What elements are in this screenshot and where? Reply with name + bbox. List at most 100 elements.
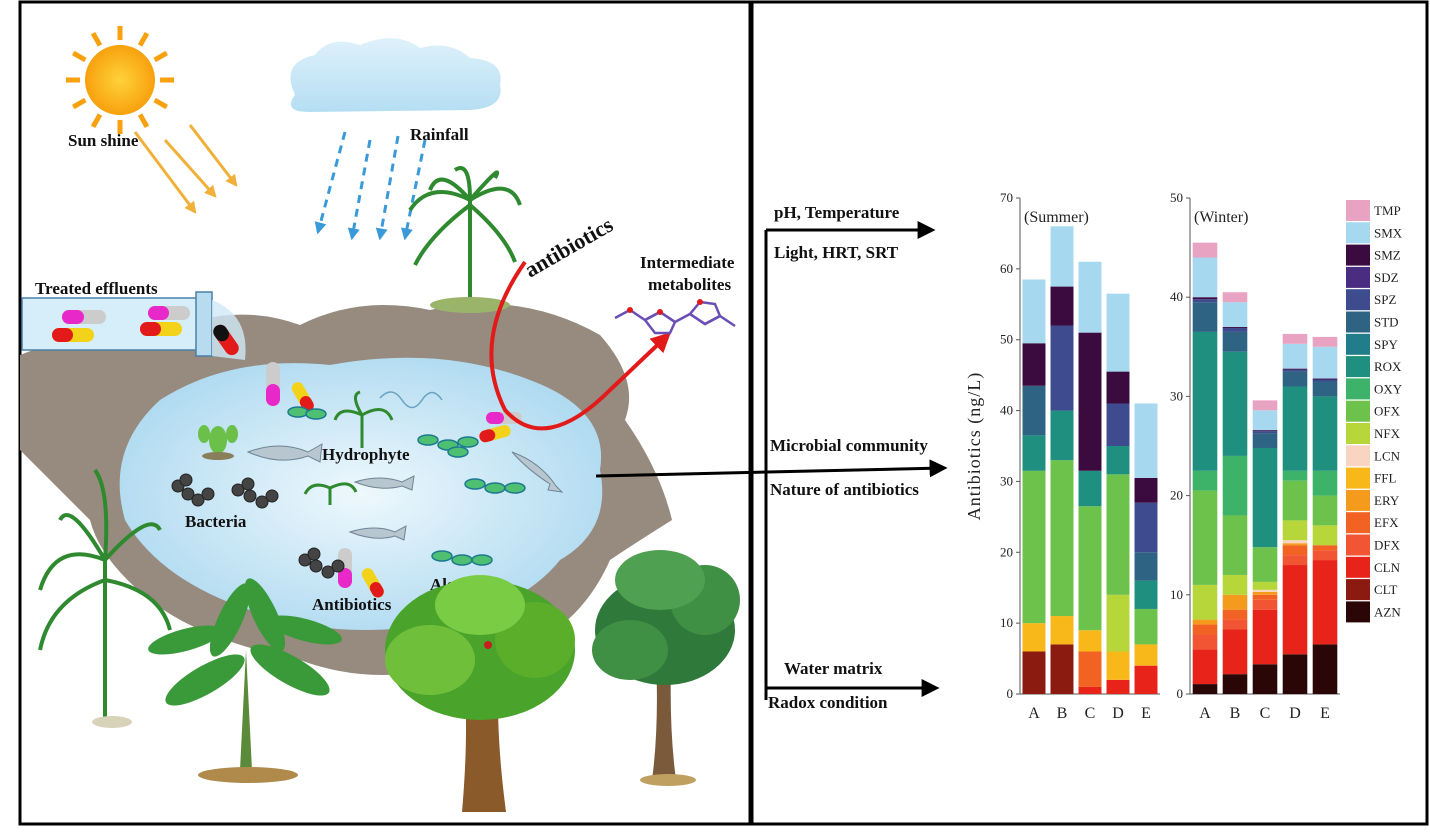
summer-x-tick-label: A [1028,705,1040,722]
legend-swatch-AZN [1346,601,1370,623]
summer-bar-E-SMZ [1134,477,1158,503]
summer-bar-D-FFL [1106,651,1130,680]
winter-bar-A-STD [1192,302,1218,332]
chart-legend: TMPSMXSMZSDZSPZSTDSPYROXOXYOFXNFXLCNFFLE… [1346,200,1403,623]
winter-bar-E-SMZ [1312,378,1338,380]
winter-y-tick-label: 10 [1170,587,1183,602]
winter-bar-D-EFX [1282,545,1308,556]
factor-ph-temperature: pH, Temperature [774,203,900,222]
legend-swatch-NFX [1346,423,1370,444]
winter-bar-E-SMX [1312,346,1338,379]
ripple-icon [379,391,443,409]
summer-y-tick-label: 0 [1007,686,1014,701]
winter-bar-A-SMZ [1192,297,1218,300]
summer-bar-A-SMX [1022,279,1046,344]
winter-bar-E-OXY [1312,470,1338,496]
legend-label-OFX: OFX [1374,404,1401,419]
winter-bar-E-SPZ [1312,379,1338,382]
winter-x-tick-label: C [1260,705,1271,722]
antibiotics-arrow-label: antibiotics [520,212,618,283]
winter-title: (Winter) [1194,209,1248,226]
summer-y-axis-label: Antibiotics (ng/L) [964,372,985,520]
winter-y-tick-label: 0 [1177,686,1184,701]
winter-bar-B-EFX [1222,609,1248,620]
legend-swatch-SMX [1346,222,1370,244]
winter-bar-A-NFX [1192,584,1218,620]
legend-label-SDZ: SDZ [1374,270,1399,285]
winter-bar-D-CLN [1282,565,1308,655]
summer-bar-C-EFX [1078,651,1102,687]
summer-bar-D-SMX [1106,293,1130,372]
winter-bar-E-ROX [1312,396,1338,471]
winter-y-tick-label: 40 [1170,289,1183,304]
cactus-icon [198,425,238,460]
winter-bar-C-DFX [1252,599,1278,610]
winter-y-tick-label: 50 [1170,190,1183,205]
summer-bar-C-SMZ [1078,332,1102,471]
summer-bar-A-STD [1022,385,1046,436]
fish-icons [246,443,564,541]
winter-bar-C-ERY [1252,591,1278,595]
winter-bar-B-SMX [1222,302,1248,327]
legend-label-ROX: ROX [1374,359,1402,374]
winter-bar-D-ERY [1282,543,1308,546]
legend-label-SMZ: SMZ [1374,248,1401,263]
summer-bar-D-ROX [1106,446,1130,475]
bacteria-icons [171,473,345,579]
summer-x-tick-label: B [1057,705,1068,722]
winter-bar-B-STD [1222,331,1248,352]
legend-swatch-CLT [1346,579,1370,601]
summer-y-tick-label: 40 [1000,403,1013,418]
winter-bar-C-STD [1252,433,1278,448]
winter-bar-E-NFX [1312,525,1338,546]
summer-bar-B-SPZ [1050,325,1074,411]
summer-bar-B-ROX [1050,410,1074,461]
summer-x-tick-label: C [1085,705,1096,722]
summer-bar-B-SMX [1050,226,1074,287]
legend-swatch-ROX [1346,356,1370,378]
legend-swatch-SPY [1346,333,1370,355]
winter-bar-B-DFX [1222,619,1248,630]
fan-palm-icon [38,468,172,720]
winter-bar-D-SMZ [1282,368,1308,370]
palm-pot [92,716,132,728]
winter-bar-C-ROX [1252,447,1278,548]
winter-bar-E-CLN [1312,560,1338,645]
summer-y-tick-label: 10 [1000,615,1013,630]
factor-connectors [595,221,948,700]
sunlight-arrows [133,124,238,214]
winter-bar-D-AZN [1282,654,1308,694]
legend-swatch-TMP [1346,200,1370,221]
winter-y-tick-label: 20 [1170,488,1183,503]
legend-label-LCN: LCN [1374,448,1401,463]
antibiotics-label: Antibiotics [312,595,392,614]
winter-bar-D-OFX [1282,480,1308,521]
winter-bar-A-CLN [1192,649,1218,685]
legend-label-AZN: AZN [1374,604,1401,619]
palm-tree-icon [408,166,522,300]
legend-swatch-DFX [1346,534,1370,556]
winter-bar-E-DFX [1312,550,1338,561]
summer-y-tick-label: 60 [1000,261,1013,276]
winter-bar-D-TMP [1282,333,1308,344]
summer-x-tick-label: D [1112,705,1124,722]
winter-bar-D-SPZ [1282,369,1308,372]
summer-bar-A-OFX [1022,470,1046,624]
effluent-pipe [21,291,246,360]
legend-swatch-EFX [1346,512,1370,534]
winter-bar-B-SPZ [1222,327,1248,332]
cloud-icon [290,38,501,112]
summer-bar-E-FFL [1134,644,1158,666]
summer-bar-B-CLT [1050,644,1074,694]
summer-bar-D-OFX [1106,474,1130,595]
summer-bar-D-SPZ [1106,403,1130,446]
winter-bar-E-OFX [1312,495,1338,526]
winter-bar-A-SPZ [1192,299,1218,303]
winter-bar-B-CLN [1222,629,1248,675]
legend-swatch-OXY [1346,378,1370,400]
winter-bar-C-SPZ [1252,431,1278,434]
shrub-tree-icon [592,550,740,786]
legend-label-ERY: ERY [1374,493,1400,508]
winter-bar-B-TMP [1222,292,1248,303]
winter-bar-C-NFX [1252,581,1278,590]
